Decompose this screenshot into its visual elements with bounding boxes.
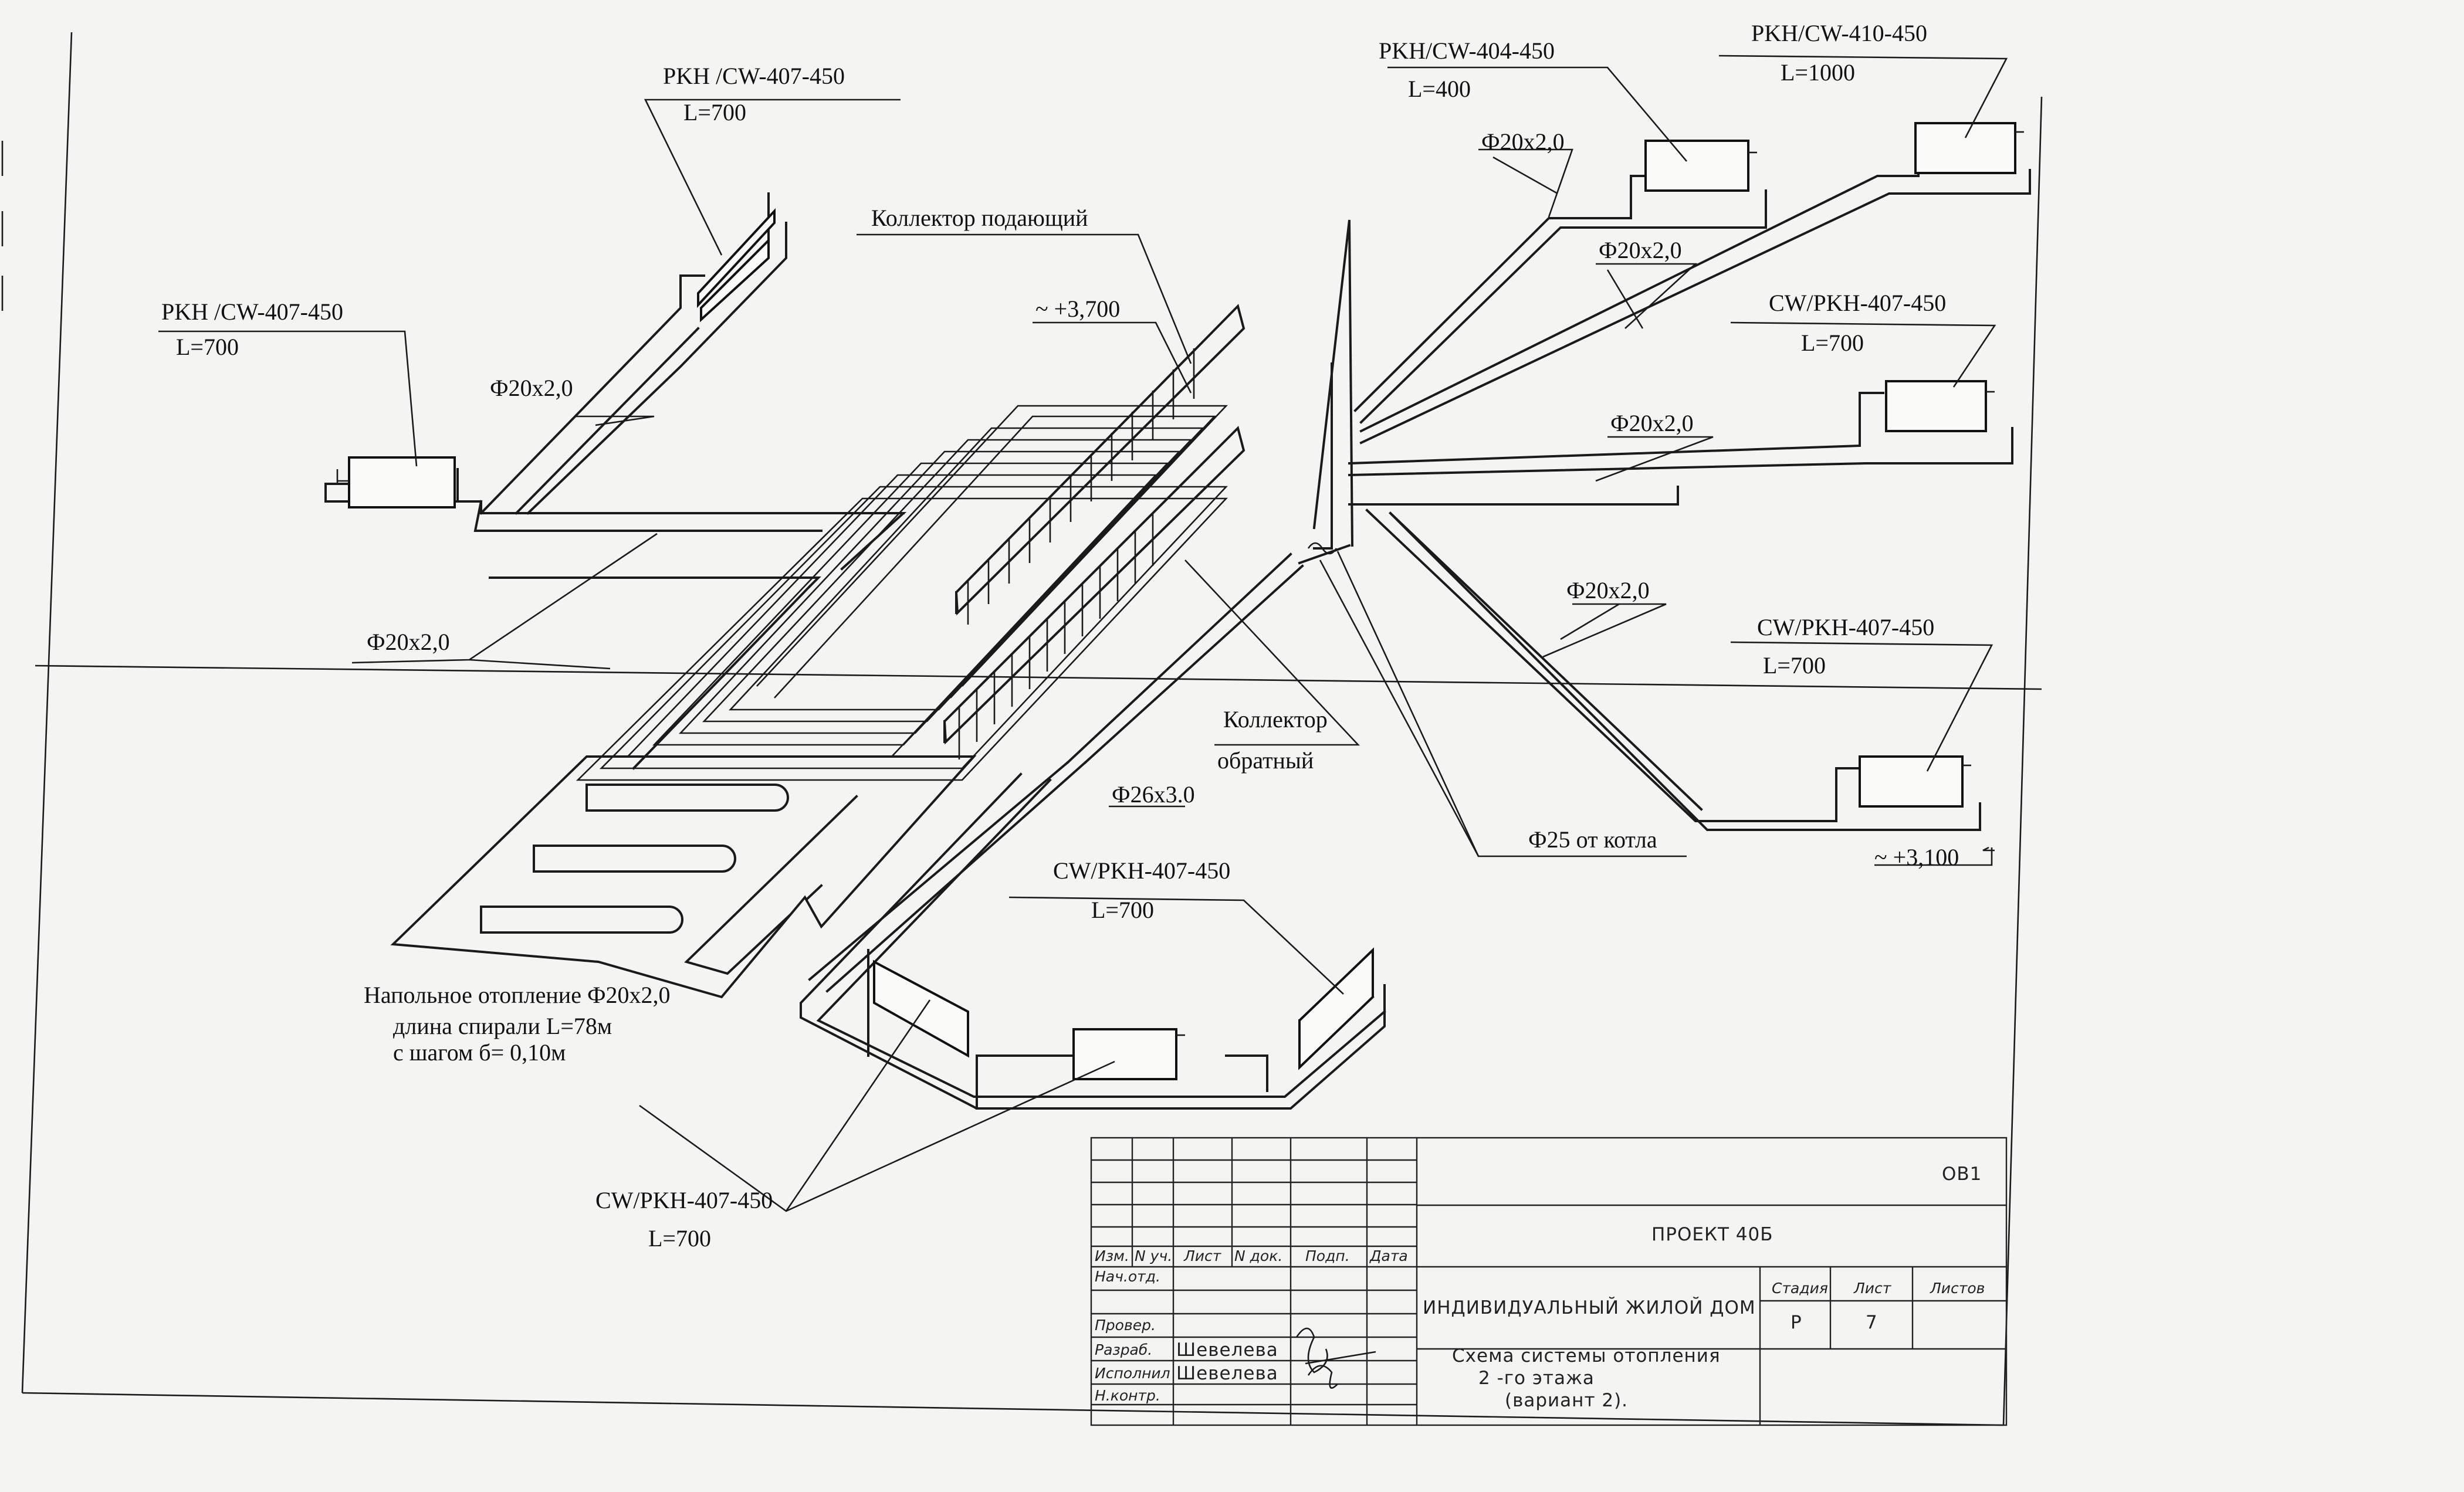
tb-razrab-name: Шевелева xyxy=(1176,1340,1278,1361)
label-pipe-left-lower: Ф20x2,0 xyxy=(367,629,450,655)
label-pipe-right-2: Ф20x2,0 xyxy=(1599,237,1682,263)
main-pipes xyxy=(808,219,1354,993)
tb-row-prov: Провер. xyxy=(1095,1317,1156,1334)
radiator-404 xyxy=(1644,140,1757,192)
label-elev-right: ~ +3,100 xyxy=(1874,844,1959,870)
radiator-410 xyxy=(1914,122,2024,174)
label-rad-left: PKH /CW-407-450 xyxy=(161,299,343,325)
tb-col-nuch: N уч. xyxy=(1135,1247,1172,1264)
sheet-frame xyxy=(1,32,2043,1426)
tb-col-ndok: N док. xyxy=(1234,1247,1282,1264)
label-rad-410: PKH/CW-410-450 xyxy=(1751,20,1927,46)
tb-listov-label: Листов xyxy=(1930,1280,1985,1297)
tb-list-value: 7 xyxy=(1866,1312,1878,1333)
tb-col-data: Дата xyxy=(1369,1247,1408,1264)
label-pipe-left-upper: Ф20x2,0 xyxy=(490,375,573,401)
tb-col-podp: Подп. xyxy=(1305,1247,1350,1264)
tb-code: ОВ1 xyxy=(1942,1164,1982,1185)
tb-building: ИНДИВИДУАЛЬНЫЙ ЖИЛОЙ ДОМ xyxy=(1423,1297,1756,1318)
right-pipe-runs xyxy=(1298,125,2031,831)
label-floor-heating-2: длина спирали L=78м xyxy=(393,1013,612,1039)
bottom-pipe-loop xyxy=(800,772,1386,1110)
label-rad-right-low-len: L=700 xyxy=(1763,652,1826,679)
label-rad-right-mid-len: L=700 xyxy=(1801,330,1864,356)
label-collector-supply: Коллектор подающий xyxy=(871,205,1088,231)
label-rad-left-len: L=700 xyxy=(176,334,239,360)
tb-sheet-title-2: 2 -го этажа xyxy=(1478,1368,1595,1389)
radiator-right-mid xyxy=(1885,380,1995,432)
label-rad-410-len: L=1000 xyxy=(1781,59,1855,86)
radiator-bottom-right xyxy=(1298,947,1374,1070)
label-rad-right-low: CW/PKH-407-450 xyxy=(1757,614,1934,640)
label-rad-top-left: PKH /CW-407-450 xyxy=(663,63,845,89)
label-rad-bottom: CW/PKH-407-450 xyxy=(1053,857,1230,884)
tb-col-list: Лист xyxy=(1183,1247,1222,1264)
label-rad-404-len: L=400 xyxy=(1408,76,1471,102)
label-boiler: Ф25 от котла xyxy=(1528,826,1657,853)
label-floor-heating-3: с шагом б= 0,10м xyxy=(393,1039,566,1066)
radiator-bottom-left xyxy=(873,959,969,1058)
label-pipe-right-3: Ф20x2,0 xyxy=(1610,410,1694,436)
drawing-labels: PKH /CW-407-450 L=700 PKH /CW-407-450 L=… xyxy=(161,20,1959,1252)
radiator-right-low xyxy=(1859,755,1971,808)
radiator-bottom xyxy=(1072,1028,1185,1080)
radiator-top-left xyxy=(697,208,776,323)
tb-sheet-title-1: Схема системы отопления xyxy=(1452,1345,1721,1366)
tb-sheet-title-3: (вариант 2). xyxy=(1505,1390,1628,1411)
tb-row-nach: Нач.отд. xyxy=(1095,1268,1160,1285)
radiator-left xyxy=(336,456,456,508)
label-collector-return-1: Коллектор xyxy=(1223,706,1328,733)
signature xyxy=(1295,1327,1376,1389)
tb-list-label: Лист xyxy=(1853,1280,1892,1297)
label-elev-collector: ~ +3,700 xyxy=(1035,296,1120,322)
leader-lines xyxy=(158,55,2008,1212)
label-rad-bottom-left-len: L=700 xyxy=(648,1225,711,1252)
tb-row-razrab: Разраб. xyxy=(1095,1341,1152,1358)
label-collector-return-2: обратный xyxy=(1217,747,1314,774)
tb-stadia-value: Р xyxy=(1791,1312,1802,1333)
label-rad-404: PKH/CW-404-450 xyxy=(1379,38,1555,64)
label-pipe-main: Ф26x3.0 xyxy=(1112,781,1195,808)
tb-ispoln-name: Шевелева xyxy=(1176,1363,1278,1384)
title-block: Изм. N уч. Лист N док. Подп. Дата Нач.от… xyxy=(1090,1137,2008,1426)
return-collector xyxy=(943,426,1245,759)
label-rad-top-left-len: L=700 xyxy=(683,99,746,126)
tb-row-ispoln: Исполнил xyxy=(1095,1365,1170,1382)
label-rad-right-mid: CW/PKH-407-450 xyxy=(1769,290,1946,316)
label-rad-bottom-len: L=700 xyxy=(1091,897,1154,923)
tb-row-nkontr: Н.контр. xyxy=(1095,1387,1160,1404)
manifold-loops xyxy=(576,405,1228,781)
label-pipe-right-1: Ф20x2,0 xyxy=(1481,128,1565,155)
tb-stadia-label: Стадия xyxy=(1772,1280,1828,1297)
left-pipe-runs xyxy=(324,192,907,770)
tb-col-izm: Изм. xyxy=(1095,1247,1129,1264)
supply-collector xyxy=(955,304,1245,625)
floor-heating-coil xyxy=(390,755,977,999)
label-pipe-right-4: Ф20x2,0 xyxy=(1566,577,1650,603)
tb-project: ПРОЕКТ 40Б xyxy=(1651,1224,1773,1245)
label-rad-bottom-left: CW/PKH-407-450 xyxy=(595,1187,773,1213)
label-floor-heating-1: Напольное отопление Ф20x2,0 xyxy=(364,982,671,1008)
